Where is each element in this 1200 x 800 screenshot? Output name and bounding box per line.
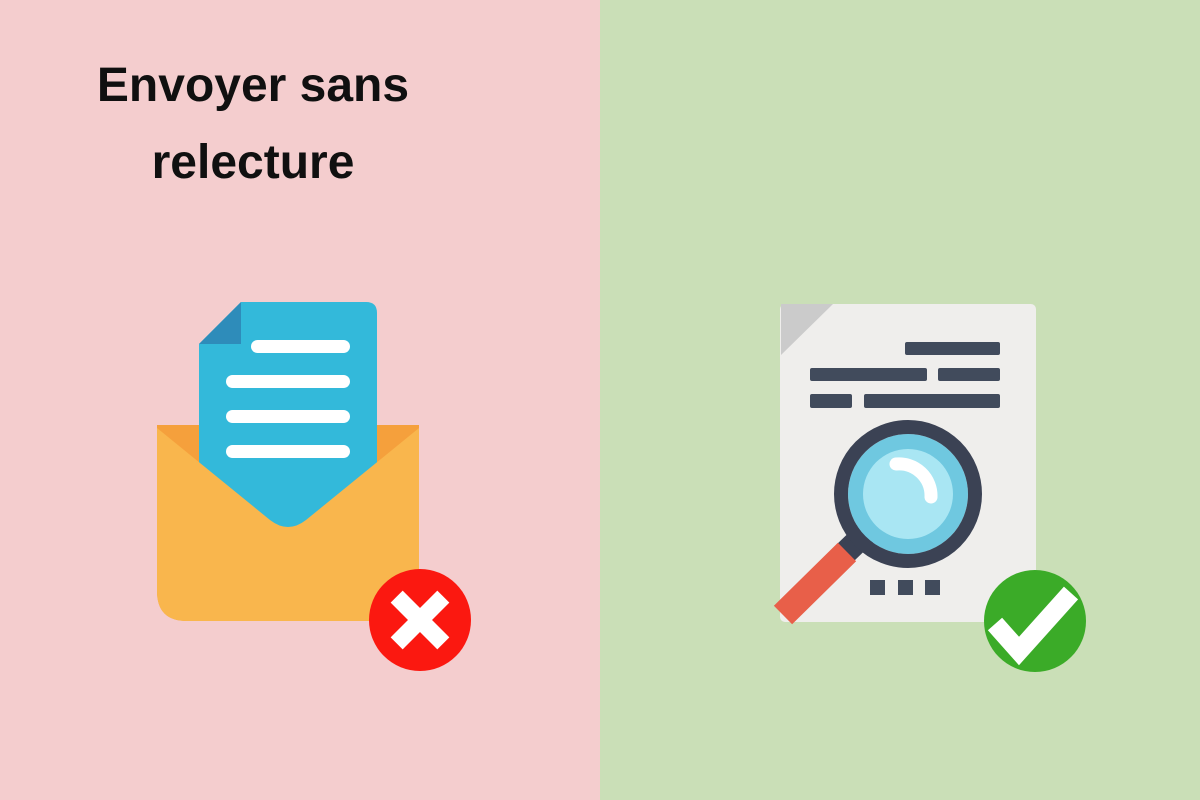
lens-highlight: [889, 457, 938, 504]
letter-text-lines: [226, 340, 350, 458]
lens-inner: [863, 449, 953, 539]
document-magnifier-icon: [773, 304, 1086, 672]
left-title-line1: Envoyer sans: [96, 59, 410, 112]
left-title-line2: relecture: [151, 136, 355, 189]
magnifier-ring: [834, 420, 982, 568]
cross-error-badge: [369, 569, 471, 671]
magnifier-icon: [773, 420, 982, 625]
letter-fold-corner: [199, 302, 241, 344]
open-envelope-letter-icon: [157, 302, 471, 671]
magnifier-handle-red: [773, 542, 857, 625]
envelope-front: [157, 428, 419, 621]
document-text-bars: [810, 342, 1000, 408]
check-success-badge: [984, 570, 1086, 672]
left-panel-title: Envoyer sans relecture: [0, 47, 506, 201]
check-icon: [987, 586, 1079, 666]
paper-fold-corner: [781, 304, 833, 355]
x-icon: [390, 590, 450, 650]
document-dots: [870, 580, 940, 595]
